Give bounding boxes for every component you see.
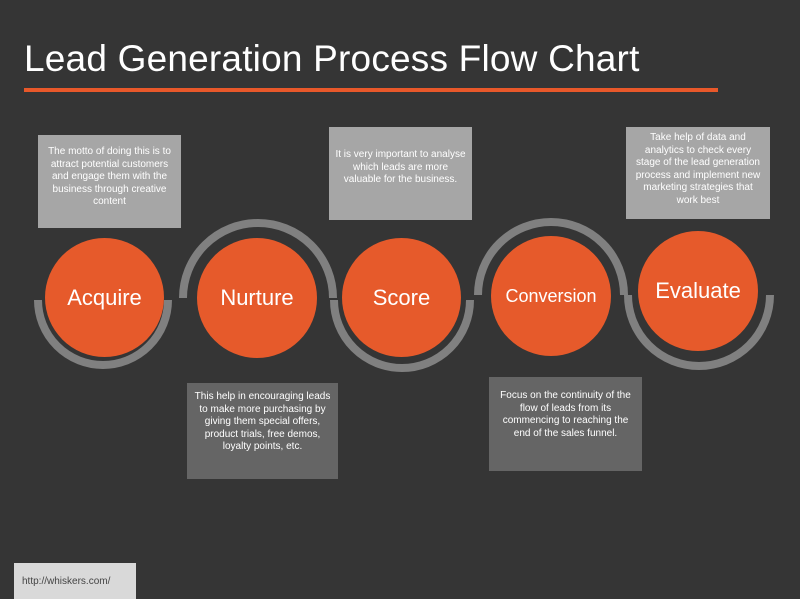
stage-nurture: Nurture [197,238,317,358]
score-description: It is very important to analyse which le… [329,127,472,220]
arc-evaluate-bottom [624,294,774,370]
title-underline [24,88,718,92]
stage-evaluate: Evaluate [638,231,758,351]
arc-conversion-top [474,218,628,296]
stage-nurture-label: Nurture [220,285,294,310]
stage-score-label: Score [372,284,431,310]
stage-conversion-label: Conversion [505,285,597,306]
stage-acquire: Acquire [45,238,164,357]
stage-evaluate-label: Evaluate [655,278,741,303]
source-url: http://whiskers.com/ [14,563,136,599]
page-title: Lead Generation Process Flow Chart [24,38,640,79]
stage-score: Score [342,238,461,357]
stage-conversion: Conversion [491,236,611,356]
arc-nurture-top [179,219,337,299]
stage-acquire-label: Acquire [67,284,142,310]
nurture-description: This help in encouraging leads to make m… [187,383,338,479]
arc-acquire-bottom [34,299,172,369]
conversion-description: Focus on the continuity of the flow of l… [489,377,642,471]
acquire-description: The motto of doing this is to attract po… [38,135,181,228]
evaluate-description: Take help of data and analytics to check… [626,127,770,219]
arc-score-bottom [330,299,474,372]
